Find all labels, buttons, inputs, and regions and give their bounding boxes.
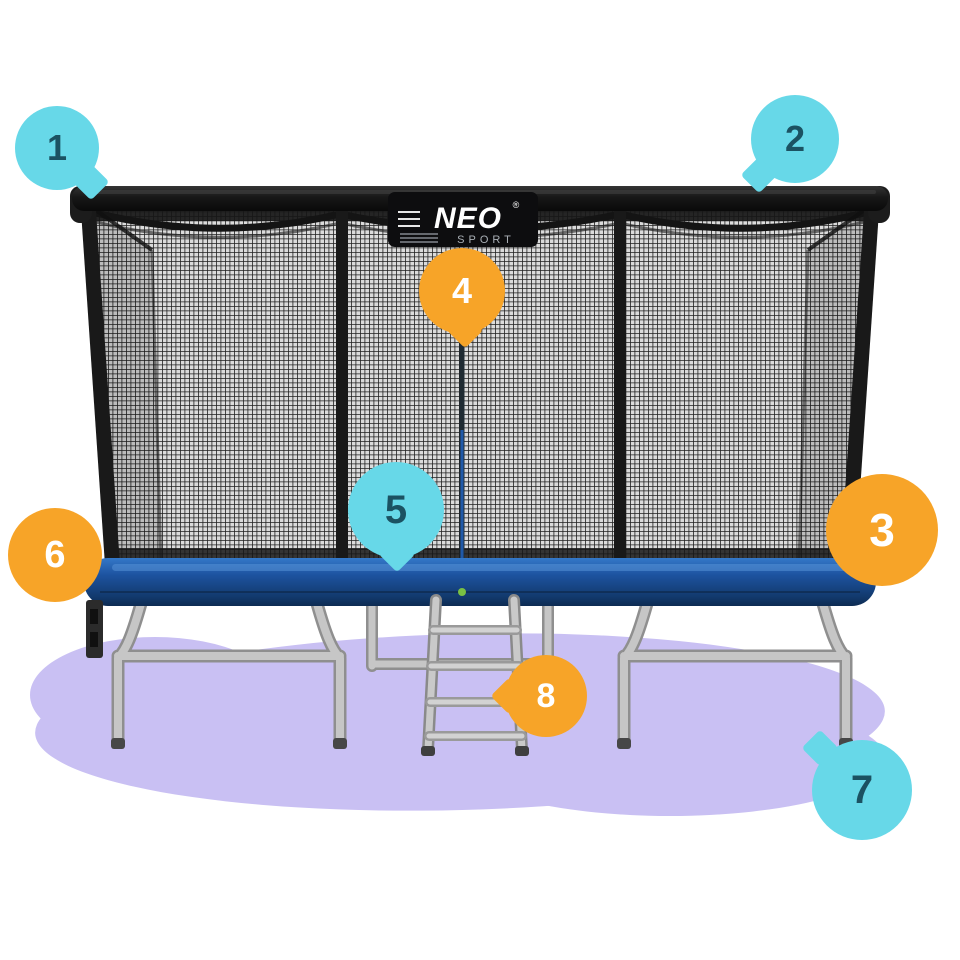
brand-sub-name: SPORT bbox=[457, 234, 515, 246]
brand-plate: NEO ® SPORT bbox=[388, 192, 538, 247]
callout-badge-4[interactable]: 4 bbox=[419, 248, 505, 334]
net-post-mid-left bbox=[336, 204, 348, 578]
brand-name: NEO bbox=[434, 202, 502, 235]
callout-badge-8[interactable]: 8 bbox=[505, 655, 587, 737]
pad-bracket-left bbox=[86, 600, 103, 658]
callout-badge-3-number: 3 bbox=[869, 504, 895, 556]
callout-badge-6[interactable]: 6 bbox=[8, 508, 102, 602]
callout-badge-8-number: 8 bbox=[536, 677, 556, 715]
callout-badge-3[interactable]: 3 bbox=[826, 474, 938, 586]
callout-badge-5[interactable]: 5 bbox=[348, 462, 444, 558]
net-post-left bbox=[80, 196, 121, 580]
center-pole bbox=[459, 300, 465, 596]
brand-speed-lines bbox=[398, 211, 420, 227]
leg-frame-left bbox=[111, 593, 347, 747]
callout-badge-5-number: 5 bbox=[384, 488, 408, 532]
brand-sub-lines bbox=[400, 233, 438, 243]
callout-badge-2-number: 2 bbox=[784, 118, 806, 159]
callout-badge-2[interactable]: 2 bbox=[751, 95, 839, 183]
callout-badge-1-number: 1 bbox=[46, 127, 68, 168]
callout-badge-1[interactable]: 1 bbox=[15, 106, 99, 190]
pole-base-marker bbox=[458, 588, 466, 596]
callout-badge-6-number: 6 bbox=[44, 534, 66, 576]
ladder-feet bbox=[421, 746, 529, 756]
callout-badge-7[interactable]: 7 bbox=[812, 740, 912, 840]
jump-pad bbox=[84, 558, 876, 658]
callout-badge-7-number: 7 bbox=[850, 768, 874, 812]
brand-registered-mark: ® bbox=[513, 200, 520, 210]
leg-frame-right bbox=[617, 593, 853, 747]
net-post-mid-right bbox=[614, 204, 626, 578]
callout-badge-4-number: 4 bbox=[451, 270, 473, 311]
